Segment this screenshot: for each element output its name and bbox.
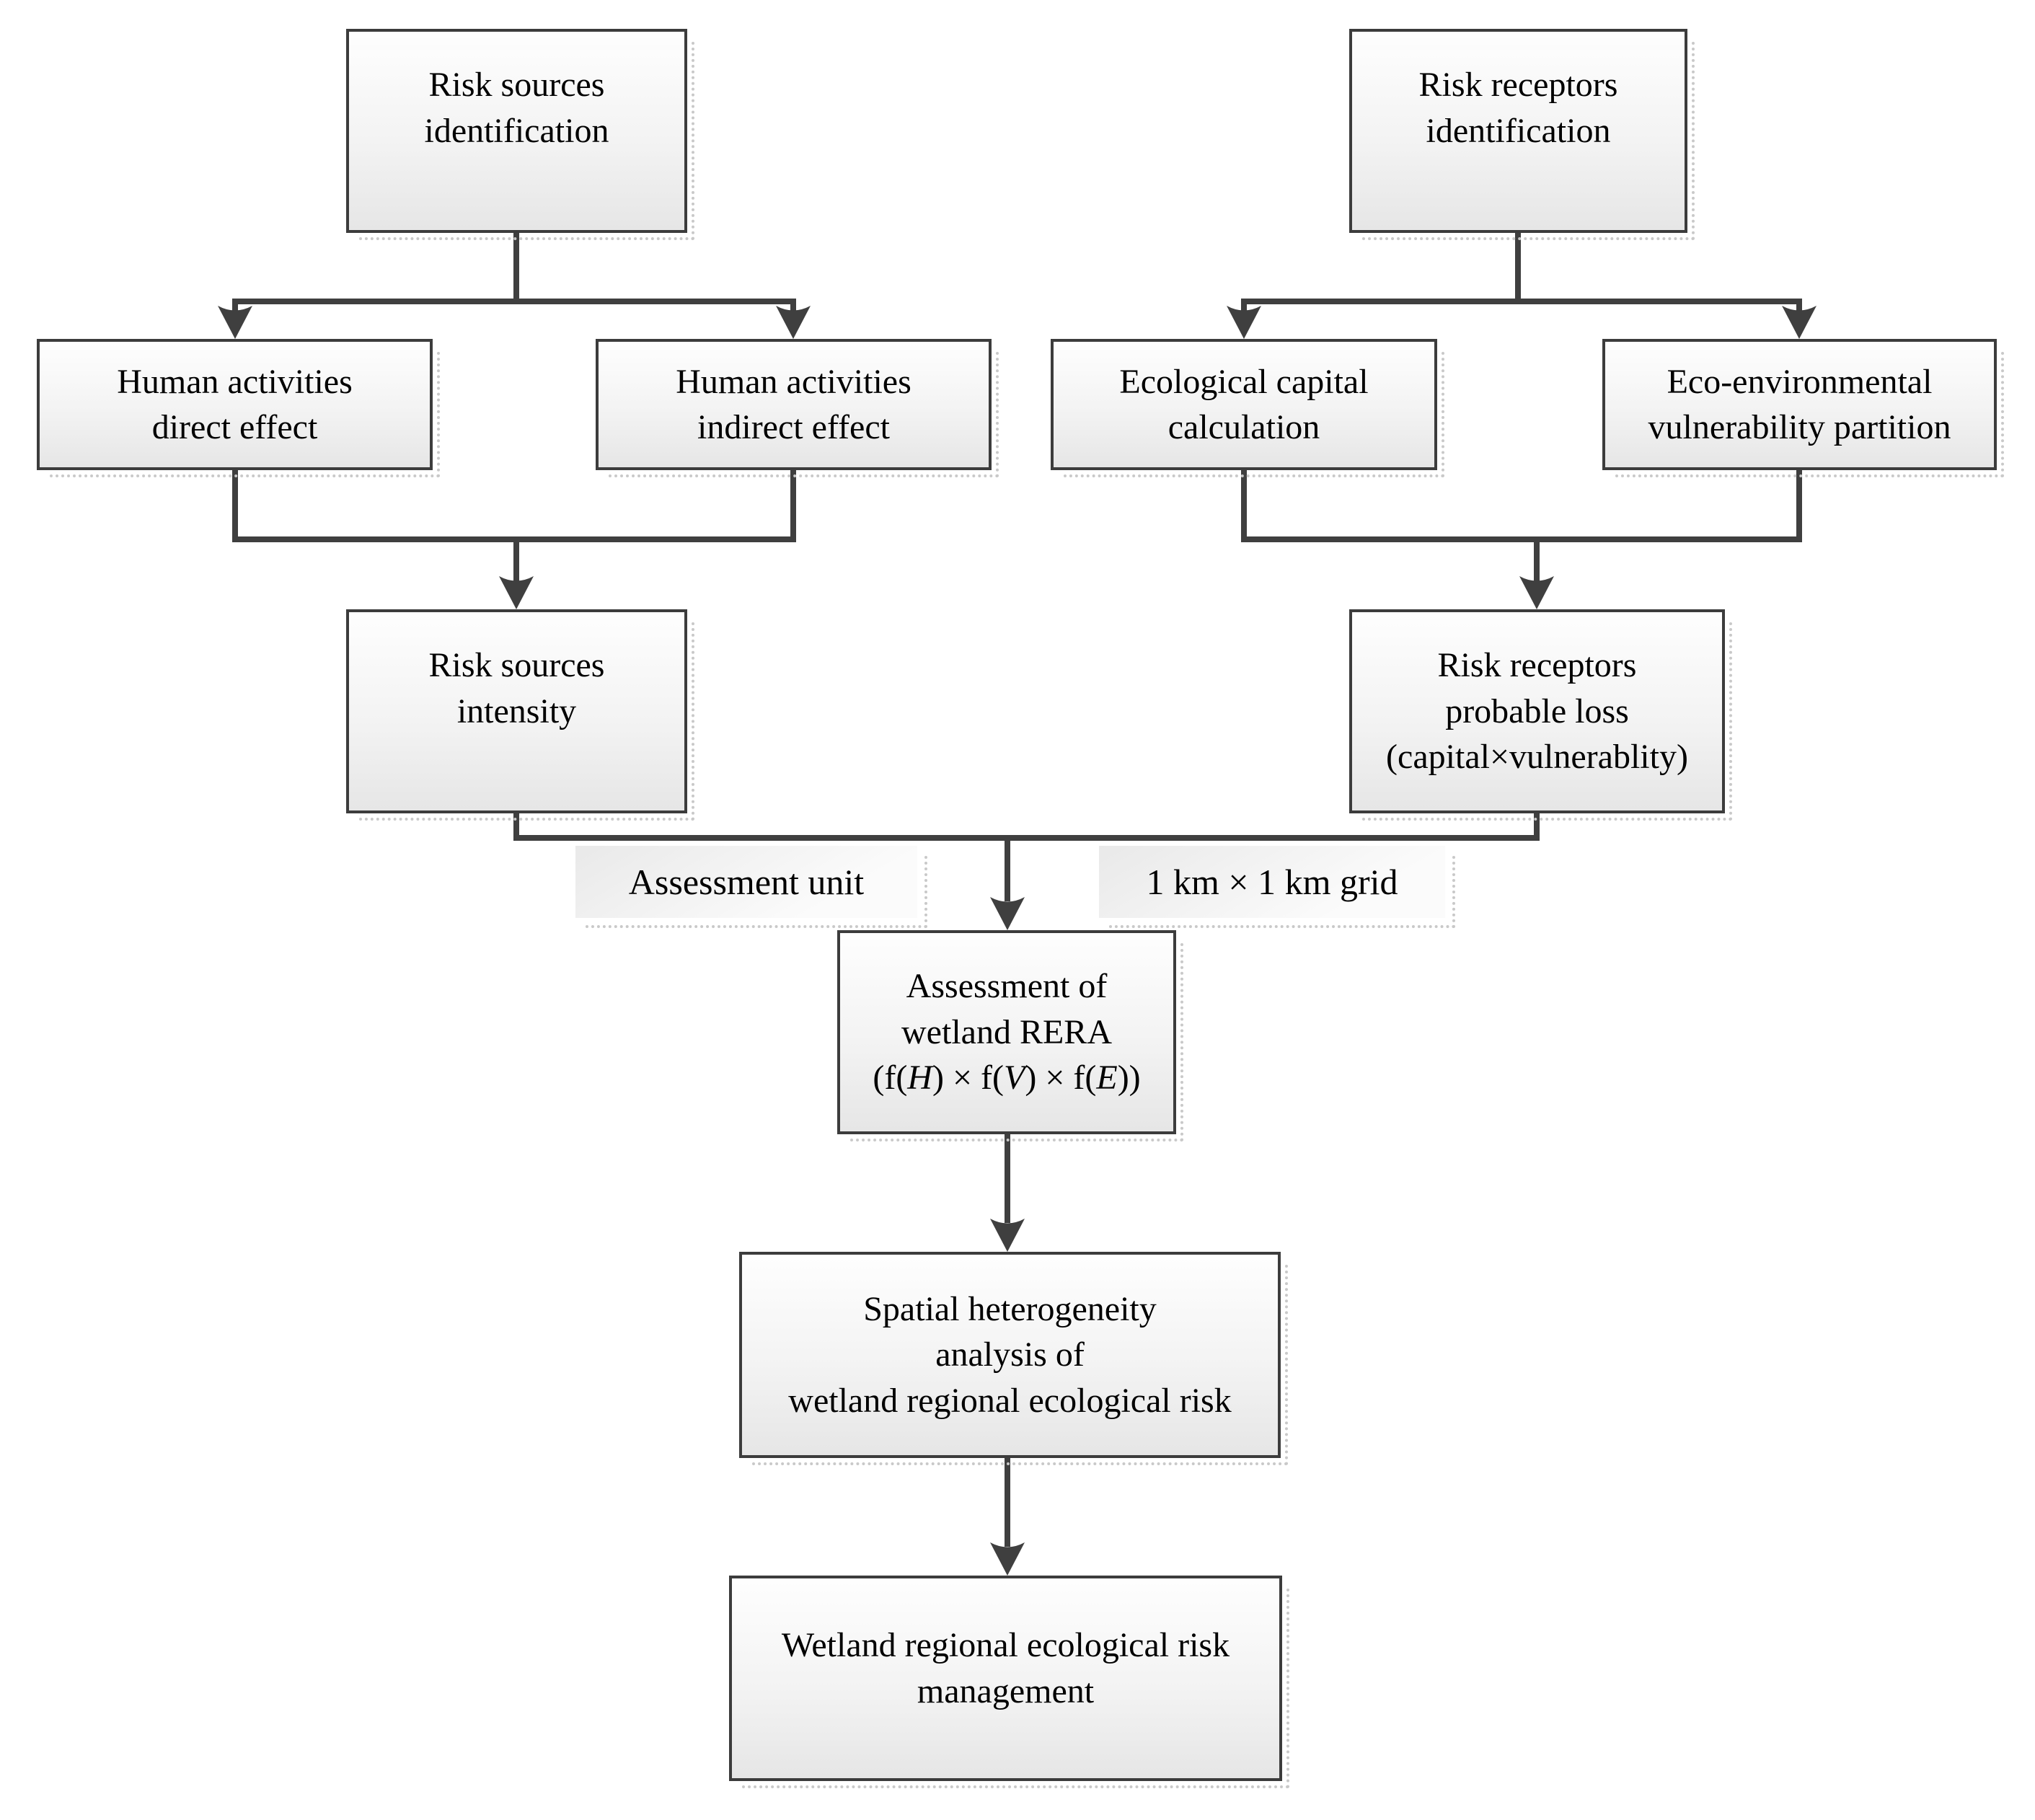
node-text-line: management bbox=[917, 1671, 1095, 1710]
arrowhead-to-rera bbox=[990, 897, 1025, 930]
node-text-line: analysis of bbox=[935, 1335, 1085, 1374]
connector-spatial-to-management bbox=[990, 1458, 1025, 1576]
node-text-line: Spatial heterogeneity bbox=[863, 1289, 1157, 1328]
node-text-line: wetland regional ecological risk bbox=[788, 1381, 1232, 1420]
formula-var-e: E bbox=[1096, 1059, 1118, 1097]
label-assessment-unit: Assessment unit bbox=[575, 846, 927, 928]
node-text-line: identification bbox=[424, 111, 609, 150]
connector-merge-rera bbox=[513, 810, 1540, 930]
node-text-line: (capital×vulnerablity) bbox=[1386, 738, 1688, 777]
arrowhead-to-human-indirect bbox=[776, 306, 811, 339]
node-ecological-capital-calculation: Ecological capital calculation bbox=[1051, 339, 1444, 477]
connector-merge-risk-intensity bbox=[232, 469, 796, 609]
node-text-line: identification bbox=[1426, 111, 1611, 150]
node-text-line: probable loss bbox=[1445, 692, 1629, 730]
formula-var-h: H bbox=[907, 1059, 932, 1097]
node-text-line: vulnerability partition bbox=[1648, 408, 1951, 446]
label-text: 1 km × 1 km grid bbox=[1146, 862, 1398, 902]
node-text-line: indirect effect bbox=[697, 408, 890, 446]
formula-segment: ) × f( bbox=[932, 1059, 1004, 1097]
node-assessment-of-wetland-rera: Assessment of wetland RERA (f(H) × f(V) … bbox=[837, 930, 1183, 1141]
node-text-line: wetland RERA bbox=[901, 1012, 1112, 1051]
arrowhead-to-eco-capital bbox=[1227, 306, 1261, 339]
arrowhead-to-eco-env-vuln bbox=[1782, 306, 1817, 339]
node-formula-line: (f(H) × f(V) × f(E)) bbox=[873, 1055, 1140, 1100]
connector-merge-probable-loss bbox=[1241, 469, 1802, 609]
node-text-line: Risk sources bbox=[428, 66, 605, 105]
node-text-line: Risk receptors bbox=[1437, 646, 1637, 685]
connector-risk-sources-split bbox=[218, 231, 811, 339]
label-1km-grid: 1 km × 1 km grid bbox=[1099, 846, 1455, 928]
arrowhead-to-human-direct bbox=[218, 306, 252, 339]
node-text-line: Wetland regional ecological risk bbox=[781, 1626, 1230, 1665]
node-text-line: Risk sources bbox=[428, 646, 605, 685]
formula-segment: (f( bbox=[873, 1059, 908, 1097]
arrowhead-to-management bbox=[990, 1542, 1025, 1576]
connector-risk-receptors-split bbox=[1227, 231, 1817, 339]
label-text: Assessment unit bbox=[628, 862, 865, 902]
node-text-line: Assessment of bbox=[906, 967, 1108, 1006]
node-text-line: Risk receptors bbox=[1418, 66, 1618, 105]
node-human-activities-indirect-effect: Human activities indirect effect bbox=[596, 339, 999, 477]
formula-segment: ) × f( bbox=[1025, 1059, 1097, 1097]
arrowhead-to-probable-loss bbox=[1519, 576, 1554, 609]
node-text-line: direct effect bbox=[151, 408, 318, 446]
node-risk-receptors-identification: Risk receptors identification bbox=[1349, 29, 1695, 240]
node-risk-receptors-probable-loss: Risk receptors probable loss (capital×vu… bbox=[1349, 609, 1732, 821]
connector-rera-to-spatial bbox=[990, 1134, 1025, 1252]
node-text-line: Human activities bbox=[676, 362, 911, 401]
node-text-line: Eco-environmental bbox=[1667, 362, 1933, 401]
node-spatial-heterogeneity-analysis: Spatial heterogeneity analysis of wetlan… bbox=[739, 1252, 1288, 1465]
node-risk-sources-identification: Risk sources identification bbox=[346, 29, 694, 240]
node-risk-sources-intensity: Risk sources intensity bbox=[346, 609, 694, 821]
node-eco-environmental-vulnerability-partition: Eco-environmental vulnerability partitio… bbox=[1602, 339, 2004, 477]
formula-var-v: V bbox=[1004, 1059, 1025, 1097]
node-wetland-regional-ecological-risk-management: Wetland regional ecological risk managem… bbox=[729, 1576, 1289, 1788]
node-text-line: calculation bbox=[1167, 408, 1320, 446]
node-text-line: intensity bbox=[456, 692, 577, 730]
arrowhead-to-spatial bbox=[990, 1219, 1025, 1252]
formula-segment: )) bbox=[1117, 1059, 1141, 1097]
node-text-line: Ecological capital bbox=[1119, 362, 1369, 401]
node-human-activities-direct-effect: Human activities direct effect bbox=[37, 339, 440, 477]
node-text-line: Human activities bbox=[117, 362, 353, 401]
arrowhead-to-risk-intensity bbox=[499, 576, 534, 609]
